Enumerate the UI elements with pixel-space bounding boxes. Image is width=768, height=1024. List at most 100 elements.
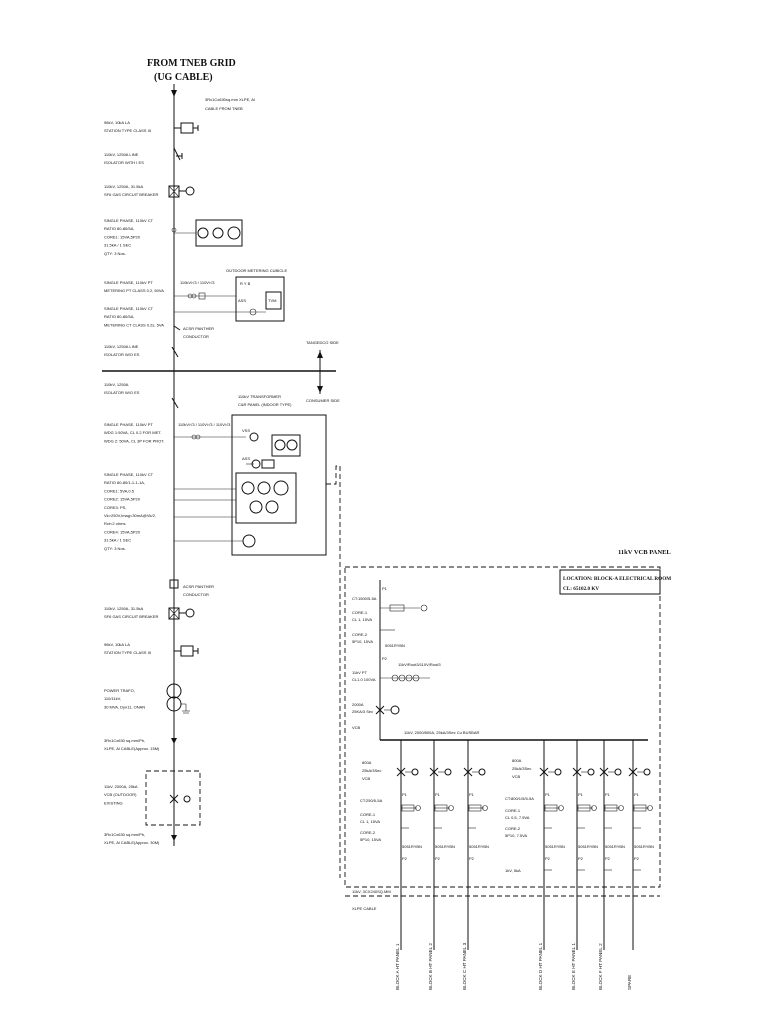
equipment-label: Rct<2 ohms: [104, 521, 125, 526]
sf6-breaker-2: [168, 607, 195, 620]
equipment-label: 3Rx1Cx630 sq.mm/Ph,: [104, 832, 145, 837]
equipment-label: STATION TYPE CLASS III: [104, 128, 151, 133]
incomer-ct: CT:1500/5-5A: [352, 596, 377, 601]
incomer-p2: P2: [382, 656, 388, 661]
equipment-label: 3Rx1Cx630 sq.mm/Ph,: [104, 738, 145, 743]
fr-core1-b: CL 0.5, 7.5VA: [505, 815, 530, 820]
equipment-label: SINGLE PHASE, 110kV CT: [104, 306, 154, 311]
outdoor-vcb: [145, 770, 201, 826]
title-line-2: (UG CABLE): [154, 72, 213, 83]
equipment-label: 110kV, 1250A LINE: [104, 152, 139, 157]
feeder-p1: P1: [402, 792, 408, 797]
equipment-label: RATIO 80-80/5A,: [104, 314, 134, 319]
incomer-core1-b: CL 1, 15VA: [352, 617, 372, 622]
feeder-5051: 5051RYBN: [402, 844, 422, 849]
equipment-label: ISOLATOR W/O ES: [104, 390, 140, 395]
feeder-p1: P1: [634, 792, 640, 797]
equipment-label: 110kV, 1250A, 31.5kA: [104, 184, 143, 189]
acsr-2-line2: CONDUCTOR: [183, 592, 209, 597]
fr-ct: CT:800/1/5/5-5A: [505, 796, 534, 801]
equipment-label: SINGLE PHASE, 110kV CT: [104, 472, 154, 477]
feeder-5051: 5051RYBN: [545, 844, 565, 849]
feeder-name: BLOCK A HT PANEL 1: [395, 943, 400, 990]
equipment-label: METERING CT CLASS 0.2s, 5VA: [104, 322, 164, 327]
equipment-label: CORE1: 5VA,0.5: [104, 488, 135, 493]
feeder-name: BLOCK D HT PANEL 1: [538, 942, 543, 990]
cable-label-1: 11kV, 3CX240SQ.MM: [352, 889, 391, 894]
equipment-label: CORE3: PS,: [104, 505, 126, 510]
equipment-label: SINGLE PHASE, 110kV CT: [104, 218, 154, 223]
equipment-label: 11kV, 2000A, 25kA: [104, 784, 138, 789]
feeder-p2: P2: [402, 856, 408, 861]
cr-panel-label-2: C&R PANEL (INDOOR TYPE): [238, 402, 292, 407]
incomer-pt-a: 11kV PT: [352, 670, 368, 675]
equipment-label: 110/11kV,: [104, 696, 121, 701]
equipment-label: ISOLATOR WITH I ES: [104, 160, 144, 165]
equipment-label: QTY: 3 Nos.: [104, 546, 126, 551]
incoming-cable-1: 3Rx1Cx630sq.mm XLPE, Al: [205, 97, 255, 102]
feeder-name: BLOCK E HT PANEL 1: [571, 943, 576, 990]
fl-core1-b: CL 1, 15VA: [360, 819, 380, 824]
incomer-p1: P1: [382, 586, 388, 591]
incomer-core2-a: CORE-2: [352, 632, 368, 637]
feeder-p1: P1: [435, 792, 441, 797]
equipment-label: WDG 1:50VA, CL 0.2 FOR MET.: [104, 430, 161, 435]
incomer-feeder: [375, 580, 430, 740]
feeder-p1: P1: [605, 792, 611, 797]
feeder-p2: P2: [578, 856, 584, 861]
incomer-core2-b: 5P10, 15VA: [352, 639, 373, 644]
power-transformer: [166, 683, 190, 714]
pt-ratio-2: 110kV/√3 / 110V/√3 / 110V/√3: [178, 422, 231, 427]
panel-link-dashed: [326, 465, 341, 878]
equipment-label: 110kV, 1250A: [104, 382, 129, 387]
ass-label-2: ASS: [242, 456, 250, 461]
acsr-2-marker: [169, 579, 179, 589]
acsr-1-line1: ACSR PANTHER: [183, 326, 214, 331]
incomer-pt-b: CL1.0 100VA: [352, 677, 376, 682]
feeder-p1: P1: [578, 792, 584, 797]
feeder-p2: P2: [545, 856, 551, 861]
feeder-5051: 5051RYBN: [634, 844, 654, 849]
feeder-5051: 5051RYBN: [435, 844, 455, 849]
vcb-panel-title: 11kV VCB PANEL: [618, 549, 671, 556]
acsr-1-line2: CONDUCTOR: [183, 334, 209, 339]
fr-vcb-b: 25kA/3Sec: [512, 766, 531, 771]
incoming-cable-2: CABLE FROM TNEB: [205, 106, 243, 111]
main-busline: [171, 84, 177, 846]
equipment-label: 30 MVA, Dyn11, ONAN: [104, 704, 145, 709]
fr-core2-b: 5P10, 7.5VA: [505, 833, 527, 838]
location-line-1: LOCATION: BLOCK-A ELECTRICAL ROOM: [563, 576, 671, 582]
incomer-pt-ratio: 11kV/Root3/110V/Root3: [398, 662, 441, 667]
feeder-p1: P1: [469, 792, 475, 797]
fr-vcb-c: VCB: [512, 774, 521, 779]
lightning-arrester-1: [174, 122, 199, 134]
equipment-label: XLPE, Al CABLE(Approx. 15M): [104, 746, 160, 751]
consumer-side: CONSUMER SIDE: [306, 398, 340, 403]
isolator-wo-es-1: [171, 346, 179, 358]
equipment-label: ISOLATOR W/O ES: [104, 352, 140, 357]
feeder-name: BLOCK C HT PANEL 3: [462, 942, 467, 990]
fr-core2-a: CORE-2: [505, 826, 521, 831]
equipment-label: 31.5kA / 1 SEC: [104, 243, 131, 248]
title-line-1: FROM TNEB GRID: [147, 58, 236, 69]
equipment-label: SINGLE PHASE, 110kV PT: [104, 280, 153, 285]
equipment-label: RATIO 80-80/1-1-1-1A,: [104, 480, 145, 485]
incomer-vcb-c: VCB: [352, 725, 361, 730]
feeder-name: SPARE: [627, 975, 632, 990]
fl-vcb-a: 800A: [362, 760, 372, 765]
equipment-label: 110kV, 1250A, 31.5kA: [104, 606, 143, 611]
fr-vcb-a: 800A: [512, 758, 522, 763]
feeder-5051: 5051RYBN: [605, 844, 625, 849]
feeder-p2: P2: [435, 856, 441, 861]
ownership-boundary: [102, 350, 336, 394]
fl-vcb-b: 25kA/3Sec: [362, 768, 381, 773]
vcb-panel-frame: [344, 566, 661, 888]
ryb-label: R Y B: [240, 281, 251, 286]
equipment-label: VCB (OUTDOOR): [104, 792, 137, 797]
equipment-label: STATION TYPE CLASS III: [104, 650, 151, 655]
